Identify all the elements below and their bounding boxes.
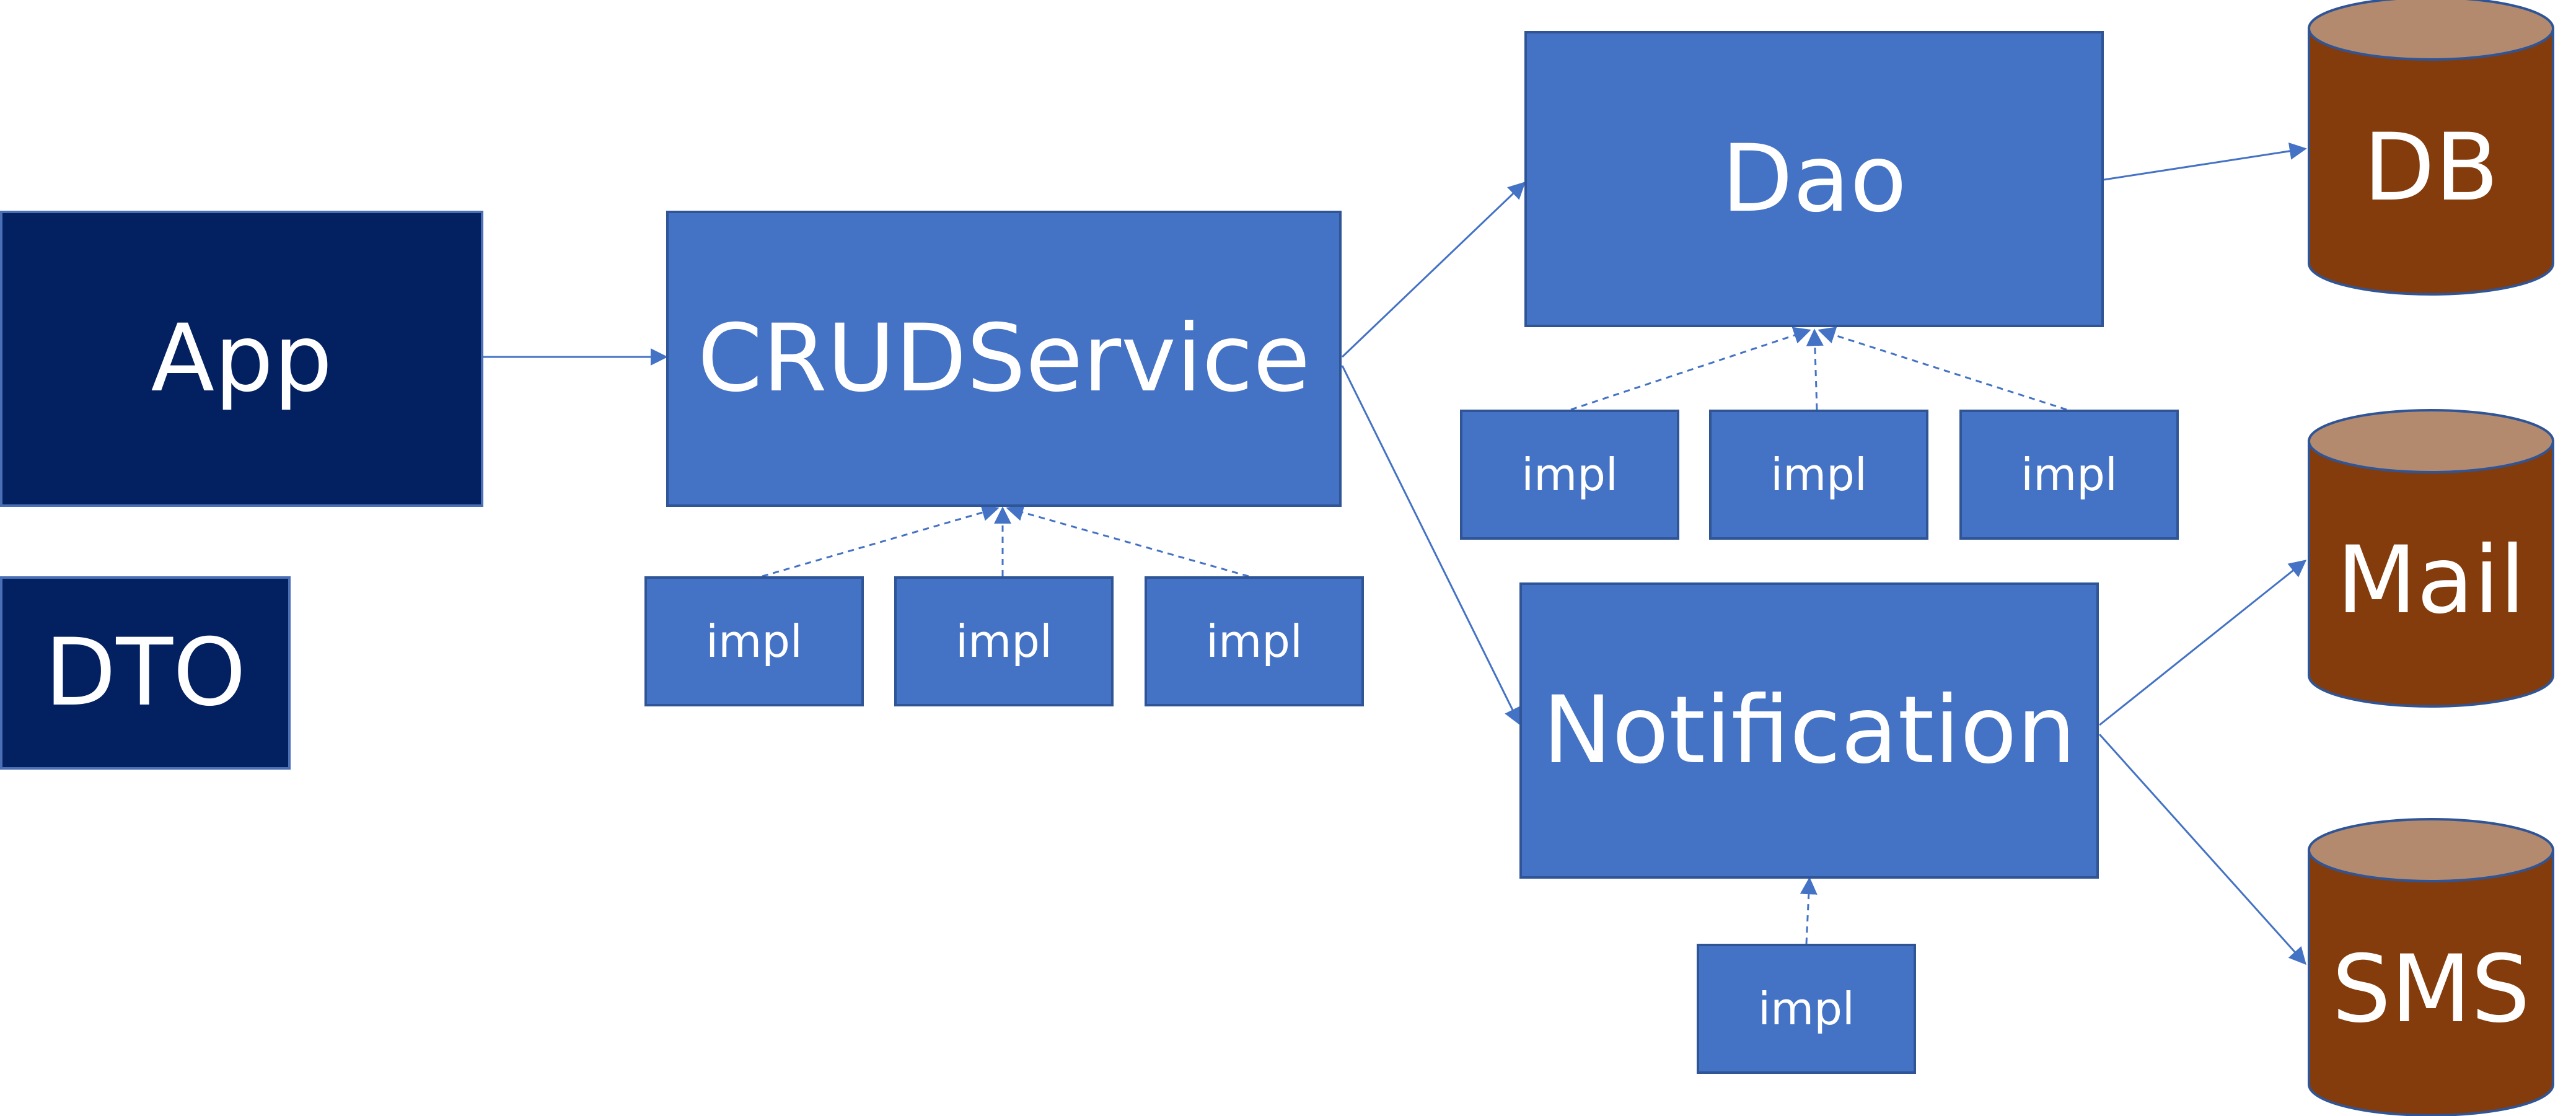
mail-cylinder — [2308, 409, 2554, 708]
notification-label: Notification — [1542, 677, 2076, 784]
impl-label: impl — [706, 615, 802, 667]
impl-label: impl — [1770, 449, 1867, 501]
crudservice-label: CRUDService — [697, 305, 1311, 413]
dashed-arrow-dao-impl-1 — [1570, 327, 1811, 411]
dao-label: Dao — [1721, 125, 1907, 233]
notification-box: Notification — [1519, 582, 2099, 879]
crudservice-box: CRUDService — [666, 211, 1342, 507]
crudservice-impl-3: impl — [1145, 576, 1364, 706]
impl-label: impl — [1521, 449, 1618, 501]
dashed-arrow-notification-impl — [1800, 877, 1818, 944]
dto-label: DTO — [44, 619, 247, 727]
app-label: App — [151, 305, 333, 413]
dashed-arrow-dao-impl-2 — [1806, 328, 1824, 410]
dao-impl-1: impl — [1460, 410, 1679, 540]
impl-label: impl — [1206, 615, 1303, 667]
impl-label: impl — [1758, 983, 1855, 1035]
crudservice-impl-1: impl — [644, 576, 864, 706]
arrow-dao-to-db — [2103, 142, 2307, 181]
crudservice-impl-2: impl — [894, 576, 1114, 706]
notification-impl: impl — [1697, 944, 1916, 1074]
dto-box: DTO — [0, 576, 291, 770]
dashed-arrow-crud-impl-3 — [1006, 504, 1249, 578]
impl-label: impl — [2021, 449, 2117, 501]
dao-impl-2: impl — [1709, 410, 1928, 540]
sms-cylinder — [2308, 818, 2554, 1116]
arrow-crudservice-to-notification — [1341, 365, 1521, 726]
db-label: DB — [2363, 114, 2499, 222]
dao-box: Dao — [1524, 31, 2104, 327]
arrow-crudservice-to-dao — [1341, 182, 1526, 358]
arrow-notification-to-mail — [2099, 560, 2307, 726]
dashed-arrow-dao-impl-3 — [1818, 327, 2067, 411]
mail-label: Mail — [2336, 527, 2526, 635]
app-box: App — [0, 211, 483, 507]
dao-impl-3: impl — [1959, 410, 2179, 540]
dashed-arrow-crud-impl-1 — [762, 504, 1000, 578]
arrow-notification-to-sms — [2098, 733, 2306, 965]
db-cylinder — [2308, 0, 2554, 296]
sms-label: SMS — [2332, 936, 2530, 1044]
impl-label: impl — [956, 615, 1052, 667]
